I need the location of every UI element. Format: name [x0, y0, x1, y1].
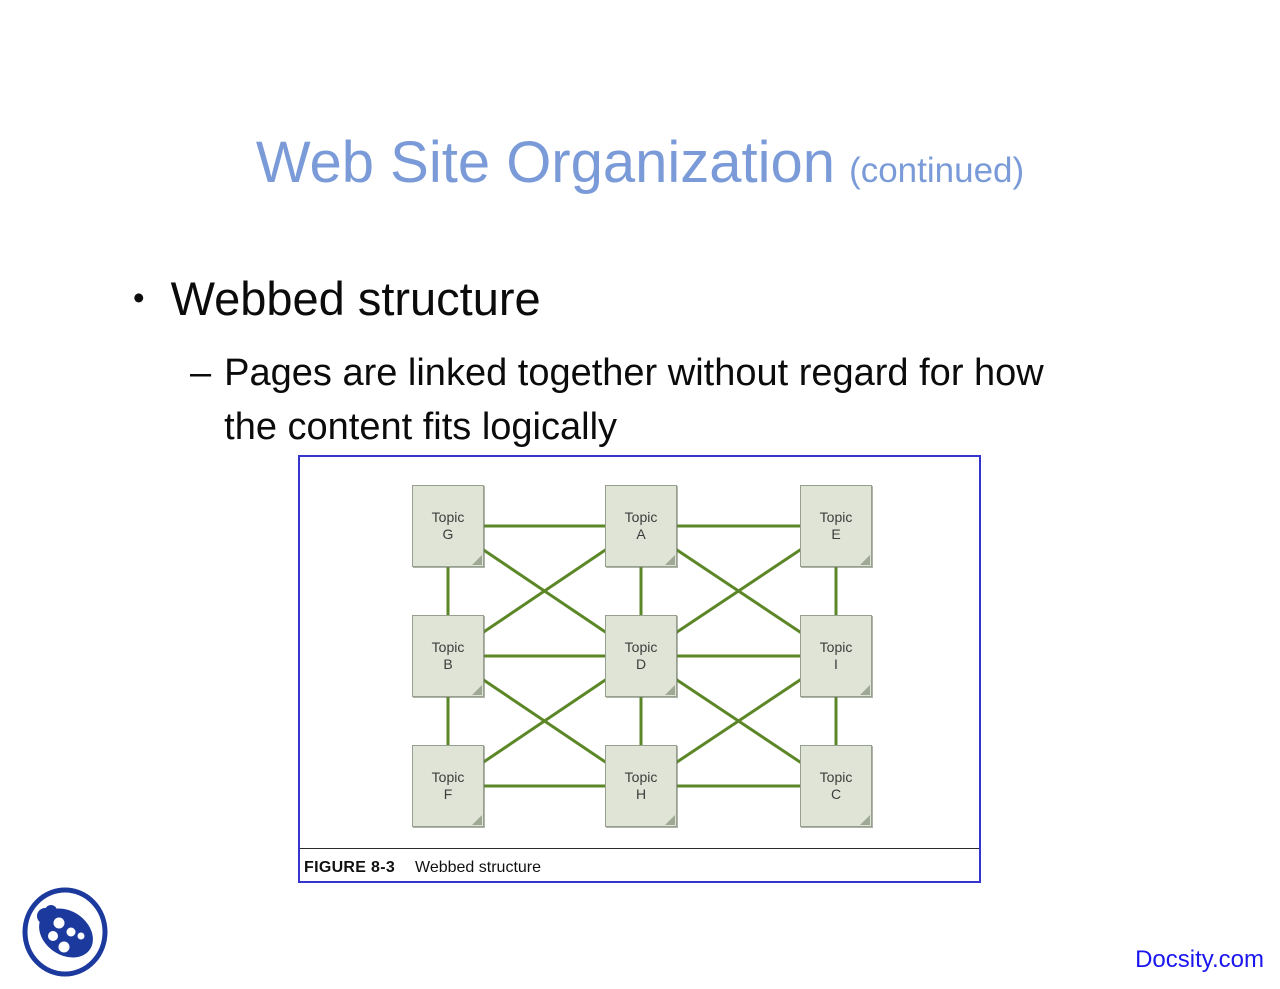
- slide-title: Web Site Organization (continued): [0, 126, 1280, 200]
- topic-node-word: Topic: [624, 769, 658, 785]
- topic-node-word: Topic: [431, 639, 465, 655]
- slide-title-main: Web Site Organization: [255, 130, 836, 195]
- figure-caption-text: Webbed structure: [415, 859, 542, 876]
- docsity-logo-icon: [22, 887, 108, 977]
- topic-node-letter: D: [635, 656, 647, 672]
- topic-node-letter: A: [636, 526, 646, 542]
- topic-node-letter: F: [443, 786, 453, 802]
- sub-bullet-line-2: the content fits logically: [224, 406, 618, 448]
- figure-caption-label: FIGURE 8-3: [304, 859, 396, 876]
- topic-node-word: Topic: [819, 769, 853, 785]
- sub-bullet-marker: –: [190, 352, 212, 394]
- topic-node-word: Topic: [624, 509, 658, 525]
- sub-bullet-line-1: Pages are linked together without regard…: [224, 352, 1044, 394]
- topic-node-word: Topic: [819, 509, 853, 525]
- bullet-text: Webbed structure: [170, 272, 541, 325]
- topic-node-letter: E: [831, 526, 841, 542]
- topic-node-letter: C: [830, 786, 842, 802]
- figure-caption: FIGURE 8-3 Webbed structure: [304, 859, 541, 877]
- topic-node-word: Topic: [431, 509, 465, 525]
- topic-node-word: Topic: [431, 769, 465, 785]
- figure-caption-divider: [300, 848, 979, 849]
- slide-title-suffix: (continued): [849, 151, 1025, 190]
- sub-bullet-text: Pages are linked together without regard…: [224, 346, 1044, 454]
- topic-node-letter: H: [635, 786, 647, 802]
- topic-node-word: Topic: [624, 639, 658, 655]
- topic-node-word: Topic: [819, 639, 853, 655]
- sub-bullet-pages-linked: – Pages are linked together without rega…: [190, 346, 1044, 454]
- bullet-marker: •: [133, 279, 145, 316]
- topic-node-letter: B: [443, 656, 453, 672]
- watermark-link[interactable]: Docsity.com: [1135, 946, 1264, 973]
- topic-node-letter: I: [834, 656, 838, 672]
- bullet-webbed-structure: • Webbed structure: [133, 272, 541, 326]
- topic-node-letter: G: [442, 526, 454, 542]
